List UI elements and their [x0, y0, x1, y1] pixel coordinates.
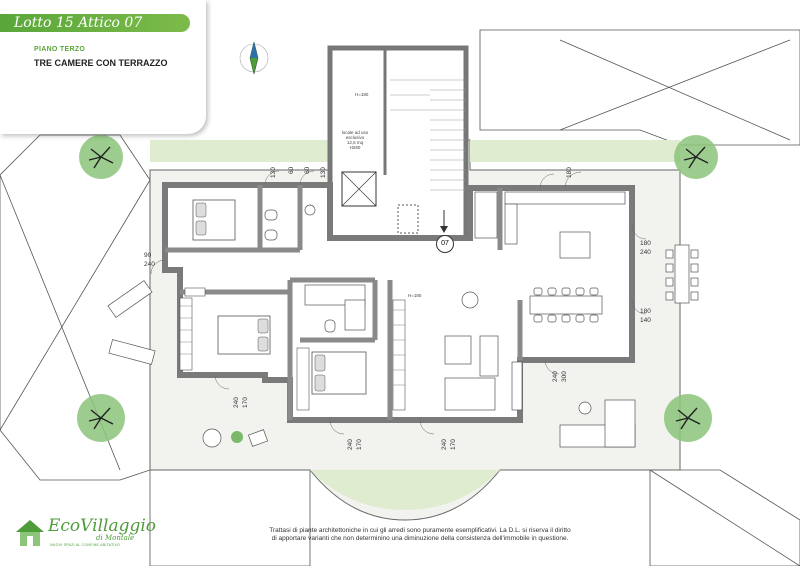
dimension-label: 170	[242, 397, 249, 408]
h180-label: H=180	[408, 293, 422, 298]
dimension-label: 240	[144, 261, 155, 268]
dimension-label: 170	[450, 439, 457, 450]
storage-line-4: H280	[349, 145, 361, 150]
dimension-label: 140	[640, 317, 651, 324]
ecovillaggio-logo: EcoVillaggio di Montale NUOVI SPAZI AL C…	[12, 512, 156, 552]
dimension-label: 240	[640, 249, 651, 256]
disclaimer: Trattasi di piante architettoniche in cu…	[230, 527, 610, 543]
unit-description: TRE CAMERE CON TERRAZZO	[34, 58, 168, 68]
dimension-label: 180	[566, 167, 573, 178]
dimension-label: 240	[347, 439, 354, 450]
dimension-label: 300	[561, 371, 568, 382]
logo-tagline: NUOVI SPAZI AL CONFINE ABITATIVO	[50, 543, 121, 547]
title-card: Lotto 15 Attico 07 PIANO TERZO TRE CAMER…	[0, 0, 206, 134]
dimension-label: 240	[552, 371, 559, 382]
disclaimer-line-2: di apportare varianti che non determinin…	[271, 535, 569, 542]
logo-name: EcoVillaggio	[48, 516, 157, 536]
logo-sub: di Montale	[96, 534, 135, 542]
storage-height-label: H=180	[355, 92, 369, 97]
storage-line-3: 12,5 mq	[346, 140, 364, 145]
dimension-label: 180	[640, 240, 651, 247]
storage-line-1: locale ad uso	[341, 130, 369, 135]
dimension-label: 130	[270, 167, 277, 178]
dimension-label: 130	[320, 167, 327, 178]
dimension-label: 240	[441, 439, 448, 450]
storage-line-2: esclusivo	[345, 135, 365, 140]
floor-label: PIANO TERZO	[34, 46, 86, 53]
dimension-label: 240	[233, 397, 240, 408]
lot-title: Lotto 15 Attico 07	[0, 14, 190, 32]
disclaimer-line-1: Trattasi di piante architettoniche in cu…	[269, 527, 571, 534]
house-logo-icon	[16, 520, 44, 546]
dimension-label: 60	[304, 166, 311, 174]
dimension-label: 170	[356, 439, 363, 450]
dimension-label: 60	[288, 166, 295, 174]
storage-info: locale ad uso esclusivo 12,5 mq H280	[335, 130, 375, 150]
unit-number-tag: 07	[436, 235, 454, 253]
dimension-label: 180	[640, 308, 651, 315]
dimension-label: 90	[144, 252, 152, 259]
